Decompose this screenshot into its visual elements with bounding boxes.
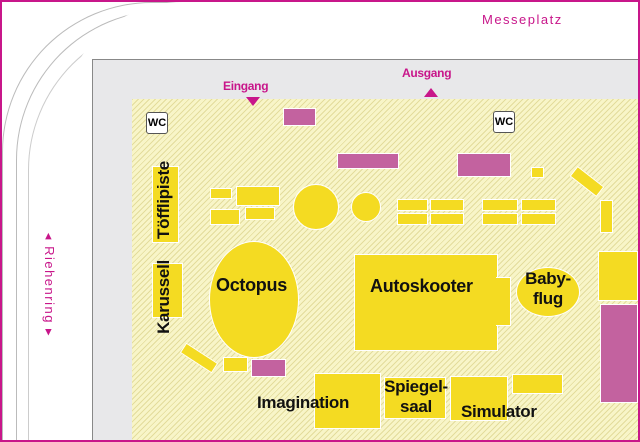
label-octopus: Octopus [216,275,287,295]
stall [283,108,316,126]
ride-round [351,192,381,222]
ride-karussell [152,263,183,318]
ride-octopus [209,241,299,358]
ride-spiegelsaal [384,377,446,419]
booth [482,199,518,211]
label-line: Spiegel- [384,377,448,396]
ride-toeffli [152,166,179,243]
booth [521,213,556,225]
booth [598,251,638,301]
ride-imagination [314,373,381,429]
ride-round [293,184,339,230]
label-line: flug [533,289,563,308]
ride-babyflug [516,267,580,317]
booth [210,188,232,199]
booth [600,200,613,233]
exit-arrow-icon [424,88,438,97]
label-karussell: Karussell [153,260,173,334]
booth [482,213,518,225]
booth [245,207,275,220]
label-babyflug: Baby-flug [520,269,576,309]
street-name: Riehenring [42,246,57,324]
wc-icon: WC [493,111,515,133]
exit-label: Ausgang [402,66,452,80]
booth [512,374,563,394]
label-line: saal [400,397,432,416]
ride-simulator [450,376,508,421]
ride-autoskooter [354,254,498,351]
label-simulator: Simulator [461,402,537,421]
street-label-messeplatz: Messeplatz [482,12,563,27]
booth [430,213,464,225]
wc-icon: WC [146,112,168,134]
label-spiegelsaal: Spiegel-saal [380,377,452,417]
stall [457,153,511,177]
booth [210,209,240,225]
stall [337,153,399,169]
booth [397,199,428,211]
label-line: Baby- [525,269,571,288]
label-imagination: Imagination [257,393,350,412]
street-label-riehenring: ◂ Riehenring ▸ [42,232,57,338]
booth [223,357,248,372]
booth [236,186,280,206]
booth [531,167,544,178]
booth [397,213,428,225]
label-toefflipiste: Töfflipiste [153,161,173,239]
entrance-label: Eingang [223,79,269,93]
booth [521,199,556,211]
label-autoskooter: Autoskooter [370,276,473,296]
entrance-arrow-icon [246,97,260,106]
booth [430,199,464,211]
stall [600,304,638,403]
stall [251,359,286,377]
ride-autoskooter-annex [496,277,511,326]
